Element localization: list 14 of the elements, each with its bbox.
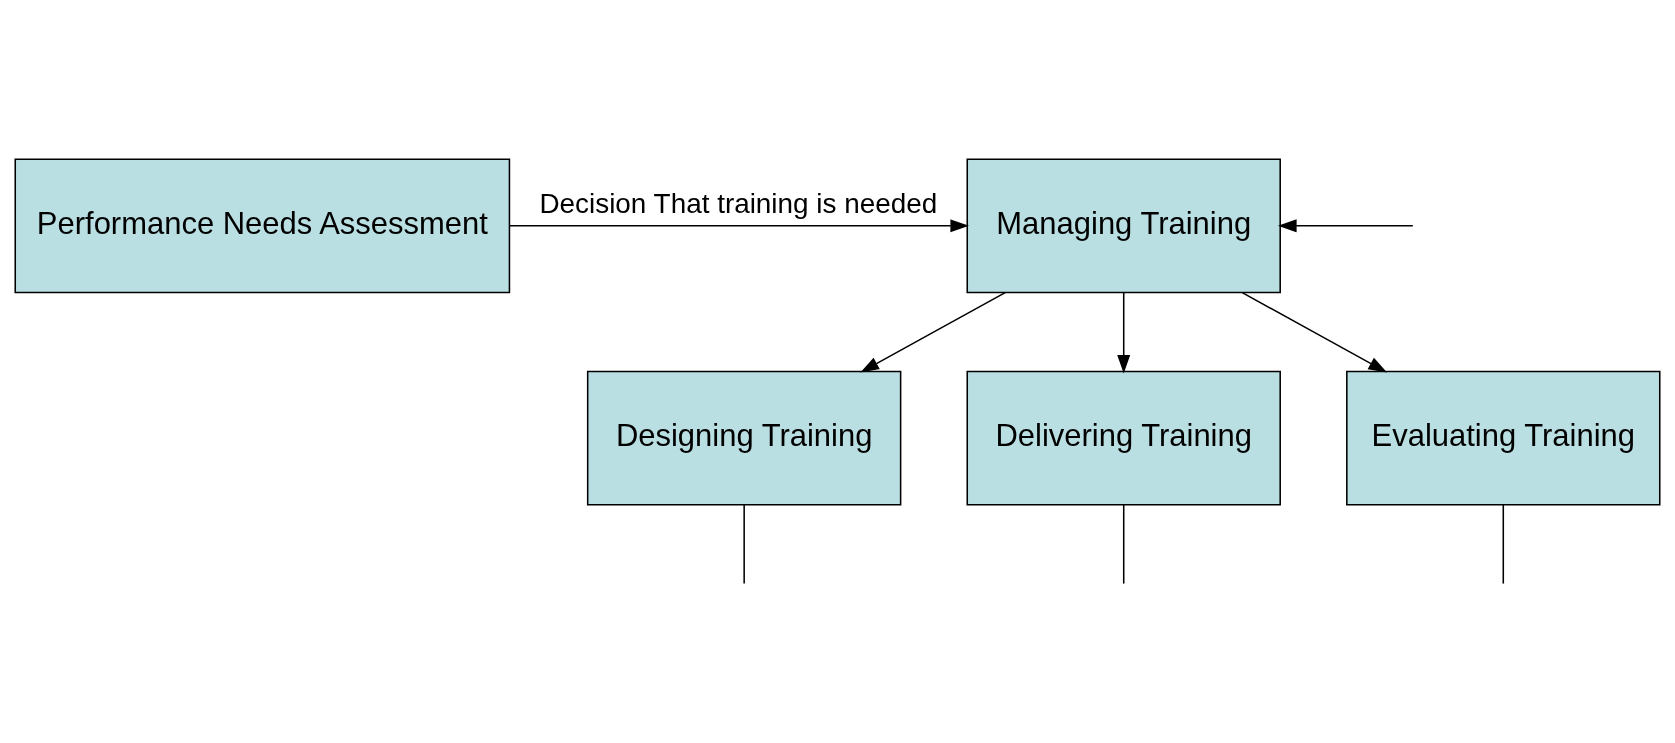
node-box: Managing Training bbox=[966, 157, 1281, 293]
arrow bbox=[1278, 218, 1414, 232]
node-box: Delivering Training bbox=[966, 370, 1281, 505]
edge-label: Decision That training is needed bbox=[539, 186, 938, 218]
connector bbox=[1122, 503, 1125, 584]
arrow bbox=[1117, 291, 1131, 373]
node-box: Evaluating Training bbox=[1346, 370, 1661, 505]
connector bbox=[1502, 503, 1505, 584]
connector bbox=[743, 503, 745, 584]
arrow bbox=[1241, 291, 1388, 372]
arrow bbox=[509, 218, 969, 232]
node-box: Performance Needs Assessment bbox=[14, 157, 511, 293]
node-box: Designing Training bbox=[586, 370, 902, 505]
arrow bbox=[860, 291, 1006, 372]
